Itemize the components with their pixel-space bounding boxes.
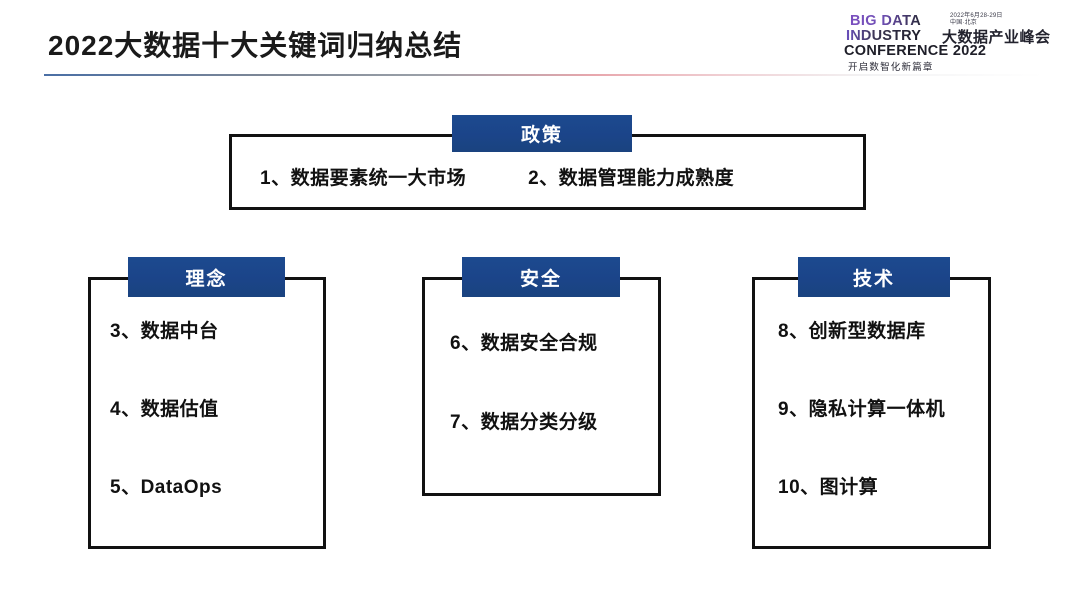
keyword-item: 5、DataOps xyxy=(110,477,223,498)
group-items-policy: 1、数据要素统一大市场 2、数据管理能力成熟度 xyxy=(260,158,860,194)
keyword-item: 9、隐私计算一体机 xyxy=(778,399,946,420)
keyword-item: 2、数据管理能力成熟度 xyxy=(528,167,735,189)
keyword-item: 4、数据估值 xyxy=(110,399,219,420)
group-box-concept xyxy=(88,277,326,549)
group-box-tech xyxy=(752,277,991,549)
keyword-item: 1、数据要素统一大市场 xyxy=(260,167,467,189)
group-header-security: 安全 xyxy=(462,257,620,297)
logo-event-date: 2022年6月28-29日 xyxy=(950,13,1003,19)
logo-chinese-name: 大数据产业峰会 xyxy=(942,29,1051,46)
keyword-item: 10、图计算 xyxy=(778,477,879,498)
keyword-item: 7、数据分类分级 xyxy=(450,412,598,433)
title-divider xyxy=(44,74,1044,76)
conference-logo: BIG DATA INDUSTRY 大数据产业峰会 CONFERENCE 202… xyxy=(838,8,1058,73)
group-header-tech: 技术 xyxy=(798,257,950,297)
group-items-tech: 8、创新型数据库 9、隐私计算一体机 10、图计算 xyxy=(778,316,993,536)
logo-slogan: 开启数智化新篇章 xyxy=(848,62,934,73)
logo-conference-text: CONFERENCE 2022 xyxy=(844,43,987,59)
logo-event-city: 中国·北京 xyxy=(950,20,977,26)
group-items-concept: 3、数据中台 4、数据估值 5、DataOps xyxy=(110,316,320,536)
group-box-policy xyxy=(229,134,866,210)
group-header-policy: 政策 xyxy=(452,115,632,152)
keyword-item: 6、数据安全合规 xyxy=(450,333,598,354)
keyword-item: 3、数据中台 xyxy=(110,321,219,342)
group-items-security: 6、数据安全合规 7、数据分类分级 xyxy=(450,328,660,478)
keyword-item: 8、创新型数据库 xyxy=(778,321,926,342)
logo-big-data-text: BIG DATA xyxy=(850,13,922,29)
logo-industry-text: INDUSTRY xyxy=(846,28,922,44)
group-header-concept: 理念 xyxy=(128,257,285,297)
page-title: 2022大数据十大关键词归纳总结 xyxy=(48,30,463,61)
